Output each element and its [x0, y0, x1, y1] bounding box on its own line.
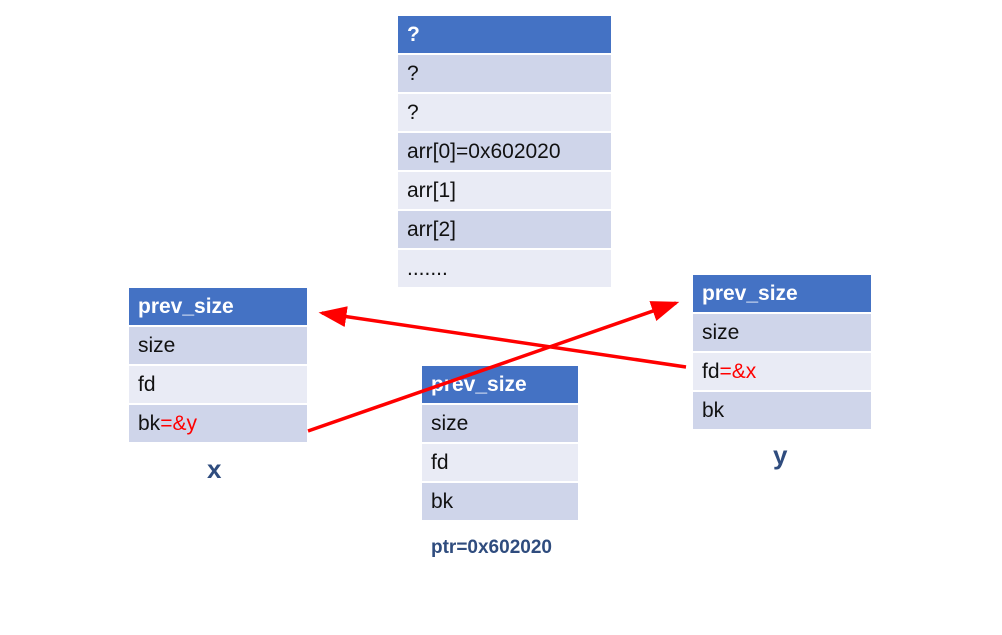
mid-size-text: size [431, 411, 469, 435]
arr-row-4: arr[1] [398, 172, 611, 211]
arr-row-4-text: arr[1] [407, 178, 457, 202]
y-size-text: size [702, 320, 740, 344]
mid-bk-text: bk [431, 489, 454, 513]
x-prev-size-text: prev_size [138, 294, 234, 318]
arr-row-2: ? [398, 94, 611, 133]
chunk-y-label: y [773, 440, 788, 470]
arr-table: ? ? ? arr[0]=0x602020 arr[1] arr[2] ....… [398, 16, 611, 289]
mid-prev-size-text: prev_size [431, 372, 527, 396]
y-fd-text: fd [702, 359, 720, 383]
x-prev-size-field: prev_size [129, 288, 307, 327]
arr-row-0: ? [398, 16, 611, 55]
chunk-x-label: x [207, 454, 222, 484]
arr-row-6: ....... [398, 250, 611, 289]
arr-row-3-text: arr[0]=0x602020 [407, 139, 561, 163]
arr-row-6-text: ....... [407, 256, 448, 280]
mid-bk-field: bk [422, 483, 578, 522]
arr-row-1: ? [398, 55, 611, 94]
mid-fd-field: fd [422, 444, 578, 483]
y-fd-pointer-value: =&x [719, 359, 757, 383]
y-size-field: size [693, 314, 871, 353]
y-fd-field: fd=&x [693, 353, 871, 392]
arr-row-3: arr[0]=0x602020 [398, 133, 611, 172]
chunk-y: prev_size size fd=&x bk [693, 275, 871, 431]
y-bk-text: bk [702, 398, 725, 422]
x-bk-text: bk [138, 411, 161, 435]
y-prev-size-text: prev_size [702, 281, 798, 305]
ptr-caption: ptr=0x602020 [431, 537, 552, 558]
mid-prev-size-field: prev_size [422, 366, 578, 405]
x-fd-text: fd [138, 372, 156, 396]
arr-row-2-text: ? [407, 100, 419, 124]
mid-fd-text: fd [431, 450, 449, 474]
arr-row-0-text: ? [407, 22, 420, 46]
x-bk-pointer-value: =&y [160, 411, 197, 435]
y-prev-size-field: prev_size [693, 275, 871, 314]
chunk-x: prev_size size fd bk=&y [129, 288, 307, 444]
x-size-text: size [138, 333, 176, 357]
mid-size-field: size [422, 405, 578, 444]
arr-row-5-text: arr[2] [407, 217, 457, 241]
x-size-field: size [129, 327, 307, 366]
arr-row-1-text: ? [407, 61, 419, 85]
x-bk-field: bk=&y [129, 405, 307, 444]
x-fd-field: fd [129, 366, 307, 405]
arr-row-5: arr[2] [398, 211, 611, 250]
chunk-middle: prev_size size fd bk [422, 366, 578, 522]
arrow-y-fd-to-x [318, 306, 687, 369]
y-bk-field: bk [693, 392, 871, 431]
